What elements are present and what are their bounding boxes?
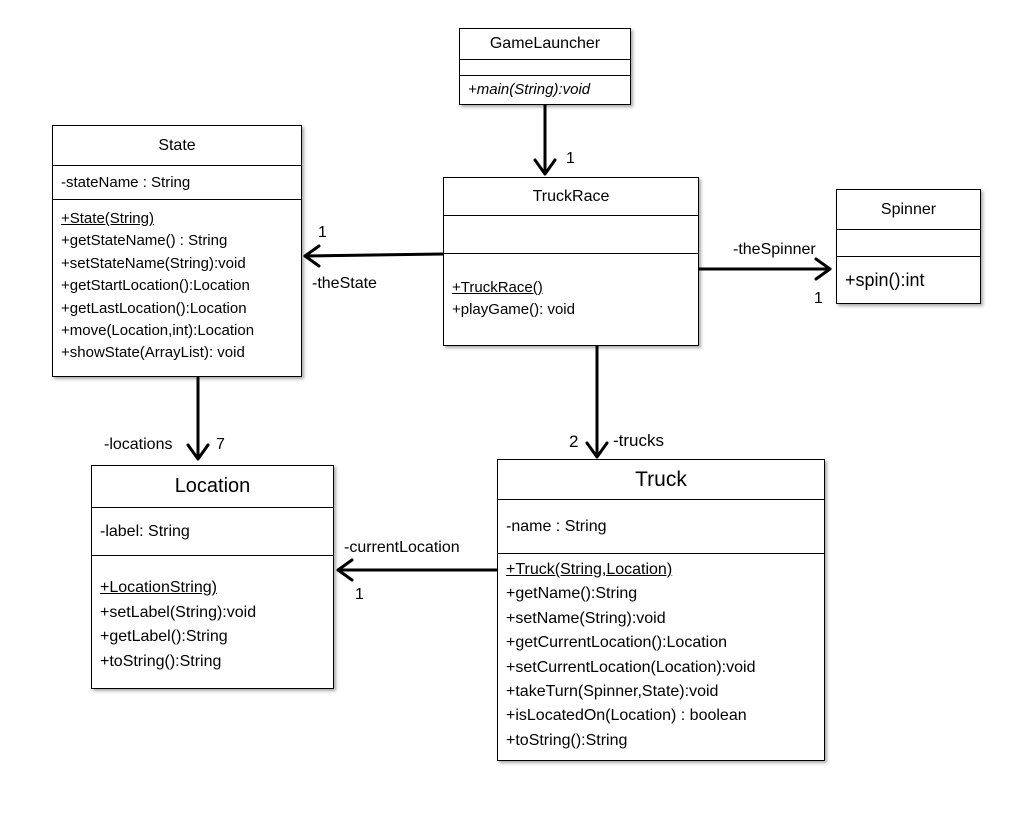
- class-state: State -stateName : String +State(String)…: [52, 125, 302, 377]
- role-state-location: -locations: [104, 436, 173, 453]
- operation: +LocationString): [100, 579, 217, 596]
- attribute: -name : String: [506, 517, 607, 535]
- class-operations: +LocationString) +setLabel(String):void …: [92, 556, 333, 674]
- multiplicity-race-spinner: 1: [814, 290, 823, 307]
- class-truck: Truck -name : String +Truck(String,Locat…: [497, 459, 825, 761]
- multiplicity-truck-location: 1: [355, 586, 364, 603]
- class-operations: +spin():int: [837, 257, 980, 291]
- class-operations: +Truck(String,Location) +getName():Strin…: [498, 554, 824, 753]
- class-name: Spinner: [837, 190, 980, 230]
- role-race-spinner: -theSpinner: [733, 241, 816, 258]
- operation: +getLastLocation():Location: [61, 299, 247, 317]
- operation: +Truck(String,Location): [506, 561, 673, 578]
- class-operations: +TruckRace() +playGame(): void: [444, 254, 698, 322]
- multiplicity-race-truck: 2: [569, 432, 579, 451]
- class-attributes-empty: [837, 230, 980, 257]
- operation: +toString():String: [506, 731, 628, 749]
- multiplicity-race-state: 1: [318, 224, 327, 241]
- multiplicity-launcher-race: 1: [566, 150, 575, 167]
- class-attributes: -name : String: [498, 500, 824, 554]
- class-gamelauncher: GameLauncher +main(String):void: [459, 28, 631, 105]
- operation: +isLocatedOn(Location) : boolean: [506, 707, 747, 725]
- class-operations: +State(String) +getStateName() : String …: [53, 200, 301, 365]
- operation: +getCurrentLocation():Location: [506, 634, 728, 652]
- multiplicity-state-location: 7: [216, 436, 225, 453]
- role-race-state: -theState: [312, 275, 377, 292]
- operation: +takeTurn(Spinner,State):void: [506, 683, 719, 701]
- operation: +setName(String):void: [506, 609, 666, 627]
- operation: +TruckRace(): [452, 279, 543, 296]
- operation: +playGame(): void: [452, 301, 575, 319]
- operation: +State(String): [61, 210, 154, 227]
- class-attributes-empty: [444, 216, 698, 254]
- operation: +getLabel():String: [100, 628, 228, 645]
- operation: +showState(ArrayList): void: [61, 344, 245, 362]
- operation: +main(String):void: [468, 81, 591, 98]
- operation: +spin():int: [845, 270, 925, 290]
- operation: +getStateName() : String: [61, 232, 228, 250]
- arrow-race-to-state: [303, 252, 445, 258]
- class-name: GameLauncher: [460, 29, 630, 60]
- operation: +setLabel(String):void: [100, 603, 257, 621]
- class-truckrace: TruckRace +TruckRace() +playGame(): void: [443, 177, 699, 346]
- attribute: -label: String: [100, 522, 190, 540]
- operation: +getName():String: [506, 585, 638, 603]
- role-race-truck: -trucks: [613, 431, 664, 450]
- class-attributes: -stateName : String: [53, 166, 301, 200]
- class-name: Truck: [498, 460, 824, 500]
- class-operations: +main(String):void: [460, 76, 630, 101]
- operation: +getStartLocation():Location: [61, 277, 250, 295]
- class-spinner: Spinner +spin():int: [836, 189, 981, 304]
- class-name: TruckRace: [444, 178, 698, 216]
- class-location: Location -label: String +LocationString)…: [91, 465, 334, 689]
- attribute: -stateName : String: [61, 174, 191, 191]
- class-name: Location: [92, 466, 333, 508]
- operation: +move(Location,int):Location: [61, 322, 255, 340]
- class-attributes-empty: [460, 60, 630, 76]
- role-truck-location: -currentLocation: [344, 539, 460, 556]
- operation: +toString():String: [100, 652, 222, 670]
- operation: +setCurrentLocation(Location):void: [506, 658, 756, 676]
- class-name: State: [53, 126, 301, 166]
- operation: +setStateName(String):void: [61, 254, 246, 272]
- class-attributes: -label: String: [92, 508, 333, 556]
